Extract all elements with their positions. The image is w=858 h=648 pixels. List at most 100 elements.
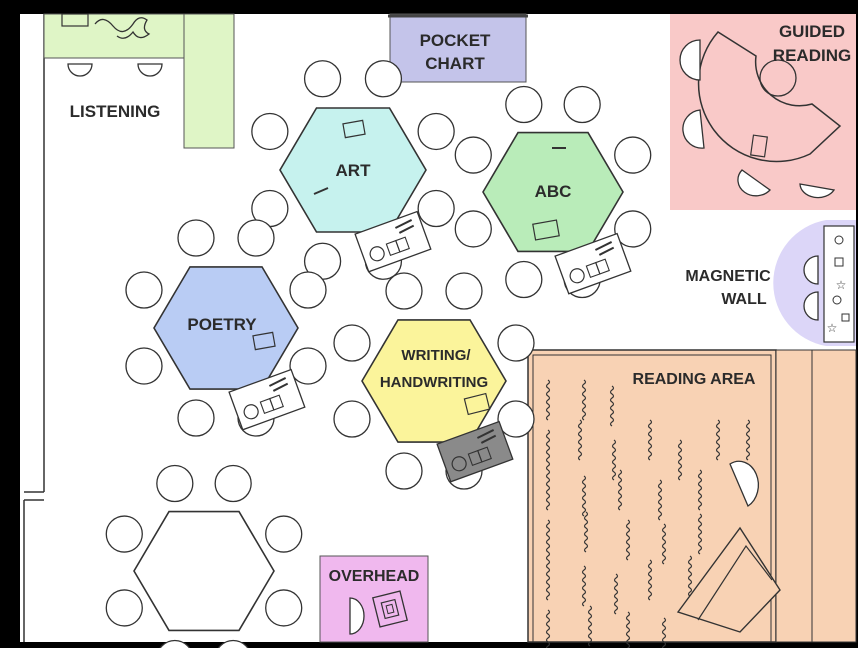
paper-icon bbox=[463, 392, 491, 416]
guided-reading-label-1: GUIDED bbox=[779, 22, 845, 41]
chair-icon bbox=[105, 515, 143, 553]
chair-icon bbox=[177, 219, 215, 257]
chair-icon bbox=[137, 63, 163, 77]
chair-icon bbox=[125, 271, 163, 309]
chair-icon bbox=[682, 109, 705, 149]
chair-icon bbox=[217, 639, 249, 648]
paper-icon bbox=[252, 331, 276, 351]
chair-icon bbox=[505, 85, 543, 124]
chair-icon bbox=[251, 112, 289, 151]
overhead-projector-icon bbox=[371, 590, 409, 628]
cd-player-icon bbox=[61, 13, 89, 27]
rug-texture bbox=[545, 379, 751, 648]
chair-icon bbox=[505, 260, 543, 299]
abc-label: ABC bbox=[535, 182, 572, 201]
paper-icon bbox=[532, 219, 560, 241]
listening-label: LISTENING bbox=[70, 102, 161, 121]
chair-icon bbox=[105, 589, 143, 627]
chair-icon bbox=[417, 189, 455, 228]
listening-center: LISTENING bbox=[43, 13, 235, 149]
chair-icon bbox=[303, 60, 342, 98]
pocket-chart-label-2: CHART bbox=[425, 54, 485, 73]
pocket-chart-center: POCKET CHART bbox=[388, 13, 528, 83]
chair-icon bbox=[454, 210, 492, 248]
book-icon bbox=[749, 134, 769, 158]
chair-icon bbox=[349, 597, 365, 635]
chair-icon bbox=[289, 347, 327, 385]
writing-label-1: WRITING/ bbox=[401, 347, 471, 364]
poetry-label: POETRY bbox=[187, 315, 257, 334]
supply-tray bbox=[354, 210, 432, 273]
chair-icon bbox=[385, 452, 423, 490]
chair-icon bbox=[563, 85, 601, 124]
guided-reading-center: GUIDED READING bbox=[670, 14, 856, 210]
chair-icon bbox=[614, 136, 652, 174]
beanbag-chair-icon bbox=[729, 460, 759, 507]
teacher-chair-icon bbox=[759, 59, 797, 97]
table-labels: ART ABC POETRY WRITING/HANDWRITING bbox=[187, 161, 571, 391]
overhead-center: OVERHEAD bbox=[319, 555, 429, 643]
rug-border bbox=[532, 354, 772, 643]
magnetic-board bbox=[823, 225, 855, 343]
chair-icon bbox=[159, 639, 191, 648]
chair-icon bbox=[237, 219, 275, 257]
pocket-chart-label-1: POCKET bbox=[420, 31, 491, 50]
chair-icon bbox=[214, 464, 252, 503]
square-magnet-icon bbox=[834, 257, 844, 267]
square-magnet-icon bbox=[841, 313, 850, 322]
chair-icon bbox=[737, 169, 771, 197]
chair-icon bbox=[679, 39, 701, 81]
supply-tray bbox=[228, 368, 306, 431]
chair-icon bbox=[333, 324, 371, 362]
art-label: ART bbox=[336, 161, 372, 180]
chair-icon bbox=[497, 324, 535, 362]
supply-tray bbox=[554, 232, 632, 295]
hexagon-table bbox=[125, 219, 327, 437]
magnetic-wall-label-2: WALL bbox=[721, 291, 767, 308]
chair-icon bbox=[67, 63, 93, 77]
chair-icon bbox=[385, 272, 423, 310]
chair-icon bbox=[177, 399, 215, 437]
projector-lamp-icon bbox=[385, 603, 395, 615]
paper-icon bbox=[342, 119, 366, 139]
magnetic-wall-label-1: MAGNETIC bbox=[685, 268, 771, 285]
hexagon-table bbox=[333, 272, 535, 490]
overhead-label: OVERHEAD bbox=[329, 568, 420, 585]
magnetic-wall-center: ☆ ☆ MAGNETIC WALL bbox=[685, 220, 856, 346]
reading-area-center: READING AREA bbox=[527, 349, 857, 648]
chair-icon bbox=[454, 136, 492, 174]
circle-magnet-icon bbox=[832, 295, 842, 305]
chair-icon bbox=[289, 271, 327, 309]
headphone-cord-icon bbox=[94, 17, 151, 39]
star-magnet-icon: ☆ bbox=[827, 321, 838, 335]
guided-reading-label-2: READING bbox=[773, 46, 851, 65]
supply-tray bbox=[436, 420, 514, 483]
table-top bbox=[133, 510, 275, 632]
circle-magnet-icon bbox=[834, 235, 844, 245]
hexagon-table bbox=[105, 464, 303, 648]
projector-lens-icon bbox=[380, 598, 400, 620]
floor-cushion-icon bbox=[676, 526, 781, 633]
chair-icon bbox=[333, 400, 371, 438]
chair-icon bbox=[125, 347, 163, 385]
kidney-table bbox=[697, 31, 842, 163]
chair-icon bbox=[265, 589, 303, 627]
chair-icon bbox=[803, 255, 819, 285]
chair-icon bbox=[803, 291, 819, 321]
hexagon-table bbox=[251, 60, 455, 280]
chair-icon bbox=[156, 464, 194, 503]
chair-icon bbox=[614, 210, 652, 248]
chair-icon bbox=[445, 272, 483, 310]
chair-icon bbox=[417, 112, 455, 151]
hexagon-table bbox=[454, 85, 652, 299]
writing-label-2: HANDWRITING bbox=[380, 374, 488, 391]
floor-cushion-fold bbox=[697, 544, 773, 621]
chair-icon bbox=[799, 183, 836, 199]
chair-icon bbox=[364, 60, 403, 98]
chair-icon bbox=[497, 400, 535, 438]
reading-area-label: READING AREA bbox=[633, 371, 756, 388]
star-magnet-icon: ☆ bbox=[836, 278, 847, 292]
chair-icon bbox=[265, 515, 303, 553]
